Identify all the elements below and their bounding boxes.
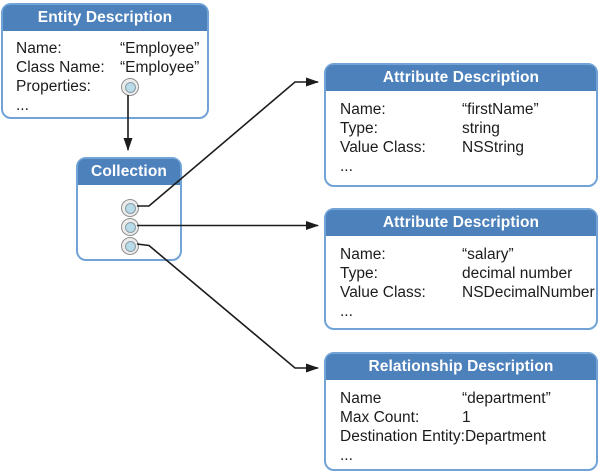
field-row: Type: string	[326, 119, 596, 138]
entity-description-box: Entity Description Name: “Employee” Clas…	[1, 3, 209, 119]
field-label: Value Class:	[340, 139, 426, 156]
attribute-description-1-header: Attribute Description	[326, 65, 596, 91]
field-label: ...	[340, 158, 353, 175]
field-value: decimal number	[462, 265, 573, 282]
field-label: Properties:	[16, 78, 91, 95]
field-label: Destination Entity:	[340, 428, 465, 445]
field-row: Destination Entity: Department	[326, 427, 596, 446]
field-row: Name: “salary”	[326, 245, 596, 264]
collection-item-node-icon	[121, 237, 139, 255]
field-row: ...	[326, 302, 596, 321]
field-label: Max Count:	[340, 409, 420, 426]
field-row: Value Class: NSString	[326, 138, 596, 157]
field-row: Max Count: 1	[326, 408, 596, 427]
attribute-description-2-header: Attribute Description	[326, 210, 596, 236]
relationship-description-box: Relationship Description Name “departmen…	[324, 352, 598, 471]
properties-node-inner-icon	[124, 81, 136, 93]
collection-item-node-icon	[121, 218, 139, 236]
field-value: “firstName”	[462, 101, 539, 118]
field-label: Name:	[340, 101, 386, 118]
field-label: Value Class:	[340, 284, 426, 301]
field-value: “salary”	[462, 246, 514, 263]
field-value: 1	[462, 409, 471, 426]
field-value: NSString	[462, 139, 525, 156]
entity-description-header: Entity Description	[3, 5, 207, 31]
collection-box: Collection	[76, 157, 182, 261]
field-label: Name	[340, 390, 382, 407]
field-value: “department”	[462, 390, 551, 407]
field-label: Name:	[16, 40, 62, 57]
field-value: string	[462, 120, 500, 137]
attribute-description-1-body: Name: “firstName” Type: string Value Cla…	[326, 91, 596, 176]
collection-item-node-inner-icon	[124, 221, 136, 233]
field-label: Name:	[340, 246, 386, 263]
collection-item-node-inner-icon	[124, 240, 136, 252]
field-row: Name: “firstName”	[326, 100, 596, 119]
field-value: Department	[464, 428, 546, 445]
collection-header: Collection	[78, 159, 180, 185]
collection-item-node-inner-icon	[124, 202, 136, 214]
attribute-description-2-box: Attribute Description Name: “salary” Typ…	[324, 208, 598, 330]
field-row: Properties:	[3, 77, 207, 96]
relationship-description-header: Relationship Description	[326, 354, 596, 380]
field-row: Type: decimal number	[326, 264, 596, 283]
field-value: NSDecimalNumber	[462, 284, 595, 301]
attribute-description-1-box: Attribute Description Name: “firstName” …	[324, 63, 598, 187]
attribute-description-2-body: Name: “salary” Type: decimal number Valu…	[326, 236, 596, 321]
field-row: ...	[3, 96, 207, 115]
field-label: ...	[340, 303, 353, 320]
field-label: ...	[16, 97, 29, 114]
relationship-description-body: Name “department” Max Count: 1 Destinati…	[326, 380, 596, 465]
field-label: Type:	[340, 120, 378, 137]
field-row: Value Class: NSDecimalNumber	[326, 283, 596, 302]
collection-item-node-icon	[121, 199, 139, 217]
field-label: Type:	[340, 265, 378, 282]
field-label: Class Name:	[16, 59, 105, 76]
field-row: Class Name: “Employee”	[3, 58, 207, 77]
field-row: ...	[326, 157, 596, 176]
entity-description-body: Name: “Employee” Class Name: “Employee” …	[3, 31, 207, 115]
properties-node-icon	[121, 78, 139, 96]
field-row: Name “department”	[326, 389, 596, 408]
field-row: Name: “Employee”	[3, 39, 207, 58]
field-value: “Employee”	[120, 40, 200, 57]
arrow-collection-to-relationship	[136, 243, 319, 373]
field-label: ...	[340, 447, 353, 464]
field-value: “Employee”	[120, 59, 200, 76]
field-row: ...	[326, 446, 596, 465]
